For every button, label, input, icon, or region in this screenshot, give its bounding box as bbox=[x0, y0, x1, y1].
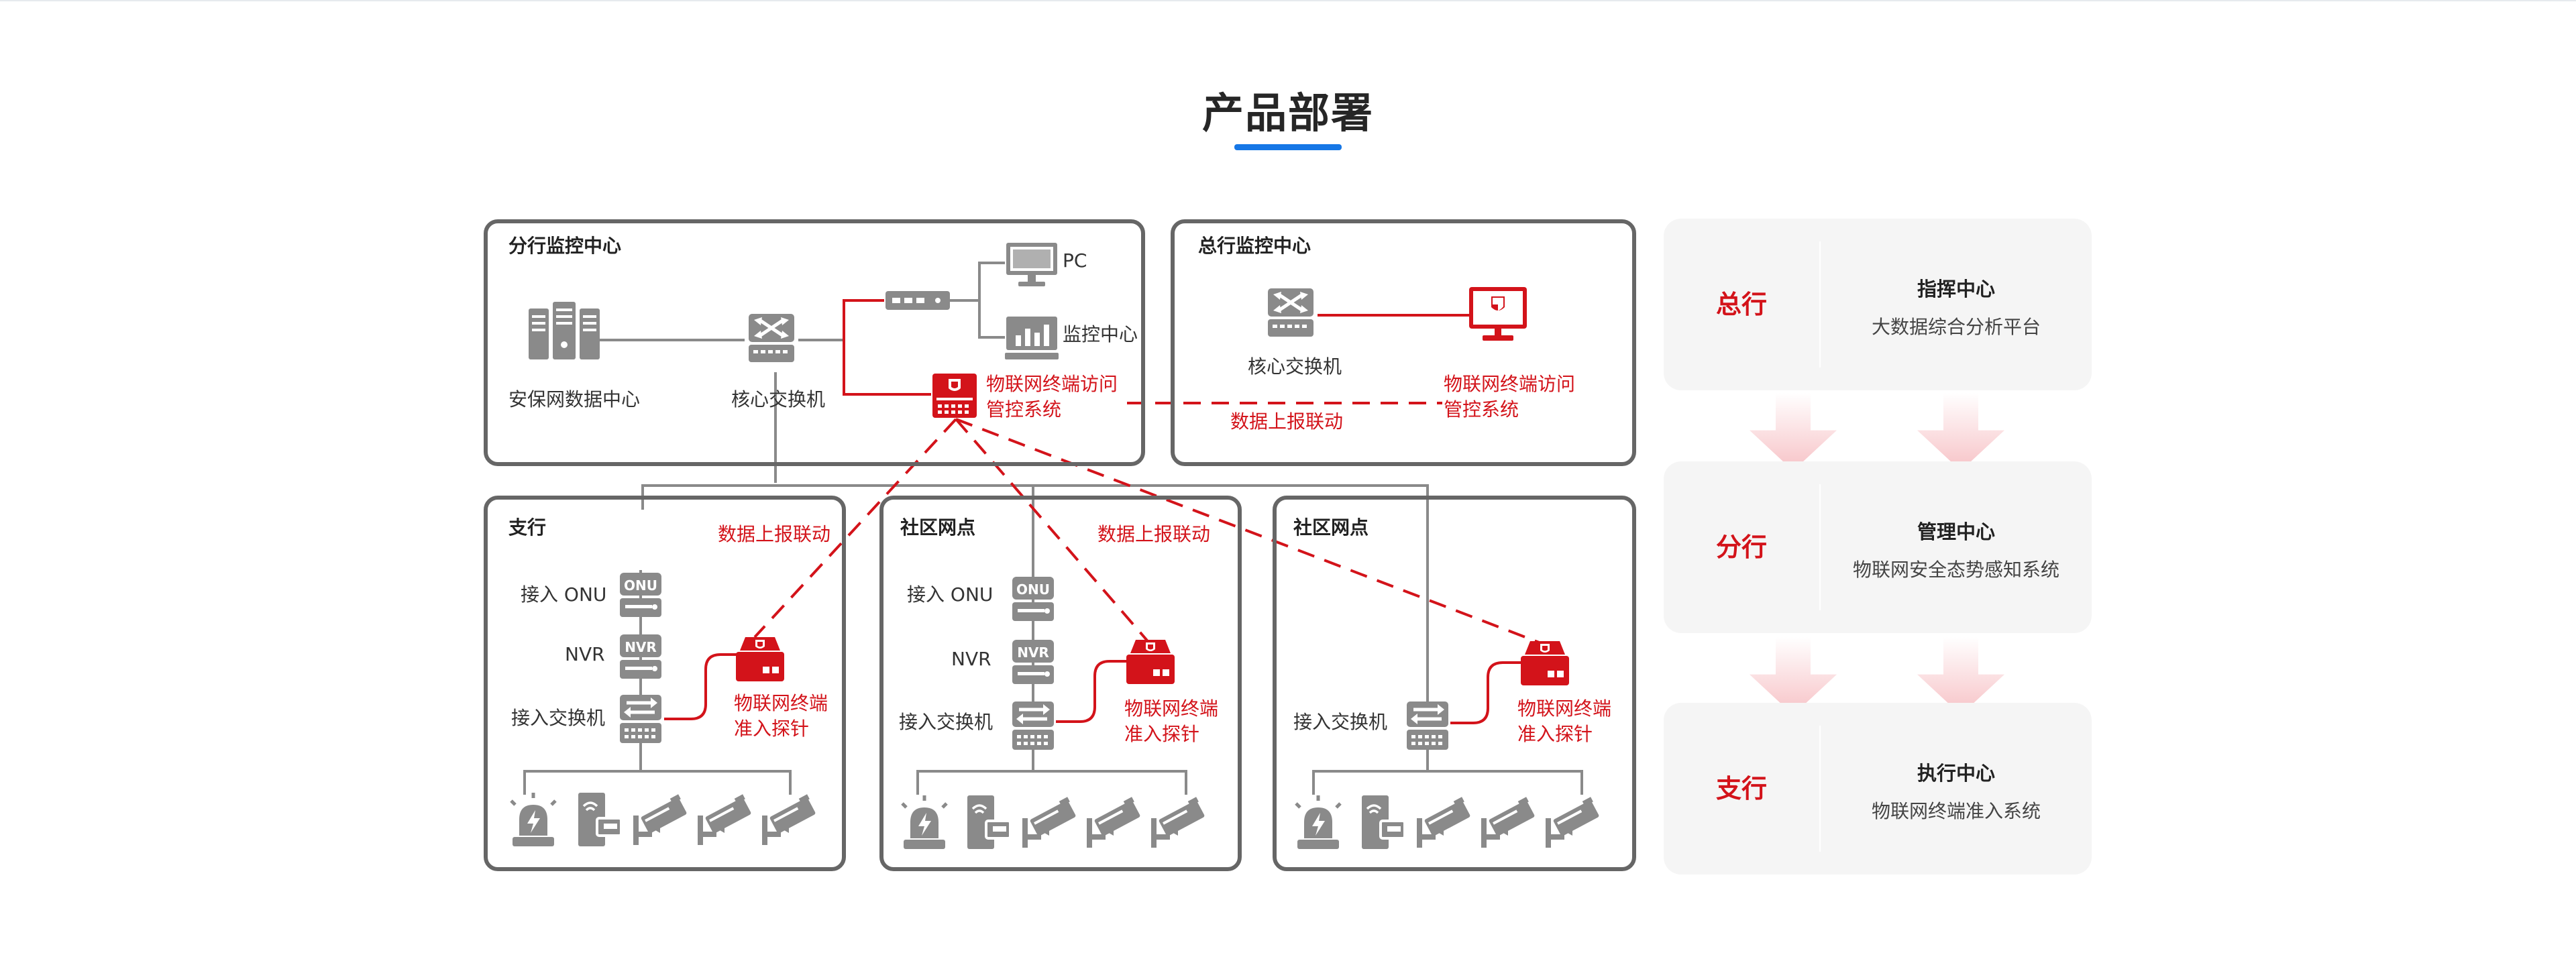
probe-label-2: 准入探针 bbox=[1124, 723, 1199, 745]
level-card-branch: 分行 管理中心 物联网安全态势感知系统 bbox=[1664, 461, 2092, 633]
level-name: 分行 bbox=[1715, 532, 1767, 562]
data-center-label: 安保网数据中心 bbox=[508, 388, 640, 410]
nvr-label: NVR bbox=[565, 643, 605, 665]
access-reader-icon bbox=[1360, 794, 1406, 850]
level-card-sub-branch: 支行 执行中心 物联网终端准入系统 bbox=[1664, 703, 2092, 875]
community-a-link-label: 数据上报联动 bbox=[1097, 523, 1210, 545]
level-desc: 大数据综合分析平台 bbox=[1871, 316, 2041, 338]
community-a-title: 社区网点 bbox=[900, 516, 975, 539]
hq-core-switch-label: 核心交换机 bbox=[1248, 355, 1342, 378]
alarm-light-icon bbox=[1296, 795, 1340, 849]
monitor-chart-icon bbox=[1005, 317, 1059, 359]
probe-label: 物联网终端 bbox=[1124, 697, 1218, 720]
camera-icon bbox=[1481, 797, 1535, 848]
level-card-hq: 总行 指挥中心 大数据综合分析平台 bbox=[1664, 219, 2092, 390]
camera-icon bbox=[1151, 797, 1205, 848]
probe-icon bbox=[1521, 641, 1569, 685]
access-switch-label: 接入交换机 bbox=[899, 711, 993, 733]
probe-label: 物联网终端 bbox=[1517, 697, 1611, 720]
nvr-badge: NVR bbox=[625, 639, 657, 655]
level-name: 支行 bbox=[1715, 774, 1767, 803]
level-title: 执行中心 bbox=[1917, 762, 1995, 785]
level-desc: 物联网终端准入系统 bbox=[1871, 800, 2041, 822]
top-divider bbox=[0, 0, 2576, 1]
nvr-label: NVR bbox=[951, 648, 991, 670]
community-b-title: 社区网点 bbox=[1293, 516, 1368, 539]
sub-branch-title: 支行 bbox=[508, 516, 546, 539]
probe-icon bbox=[1126, 640, 1175, 684]
server-rack-icon bbox=[529, 302, 600, 359]
camera-icon bbox=[1087, 797, 1140, 848]
onu-label: 接入 ONU bbox=[907, 583, 993, 606]
core-switch-label: 核心交换机 bbox=[731, 388, 825, 410]
access-switch-label: 接入交换机 bbox=[511, 707, 605, 729]
branch-system-label-2: 管控系统 bbox=[986, 398, 1061, 420]
access-switch-icon bbox=[620, 695, 661, 743]
level-divider bbox=[1819, 484, 1821, 610]
camera-icon bbox=[633, 794, 687, 845]
hq-core-switch-icon bbox=[1268, 288, 1313, 337]
probe-label-2: 准入探针 bbox=[1517, 723, 1593, 745]
level-title: 指挥中心 bbox=[1917, 278, 1995, 300]
alarm-light-icon bbox=[902, 795, 947, 849]
red-system-icon bbox=[932, 374, 977, 418]
pc-label: PC bbox=[1063, 249, 1087, 272]
level-divider bbox=[1819, 726, 1821, 852]
sub-branch-link-label: 数据上报联动 bbox=[718, 523, 830, 545]
title-underline bbox=[1234, 144, 1342, 150]
monitor-center-label: 监控中心 bbox=[1063, 323, 1138, 345]
inline-switch-icon bbox=[885, 291, 950, 310]
camera-icon bbox=[1417, 797, 1470, 848]
red-monitor-icon bbox=[1469, 287, 1527, 341]
hq-center-title: 总行监控中心 bbox=[1198, 235, 1311, 257]
camera-icon bbox=[1546, 797, 1599, 848]
access-switch-icon bbox=[1407, 701, 1448, 750]
onu-badge: ONU bbox=[1016, 581, 1050, 598]
uplink-label: 数据上报联动 bbox=[1230, 410, 1343, 433]
hq-system-label-2: 管控系统 bbox=[1444, 398, 1519, 420]
camera-icon bbox=[1022, 797, 1076, 848]
level-desc: 物联网安全态势感知系统 bbox=[1852, 559, 2059, 581]
branch-system-label: 物联网终端访问 bbox=[986, 373, 1118, 395]
level-divider bbox=[1819, 241, 1821, 368]
camera-icon bbox=[698, 794, 751, 845]
access-reader-icon bbox=[966, 794, 1012, 850]
access-reader-icon bbox=[577, 791, 623, 848]
probe-icon bbox=[736, 637, 784, 681]
level-title: 管理中心 bbox=[1917, 520, 1995, 543]
core-switch-icon bbox=[749, 314, 794, 362]
branch-center-title: 分行监控中心 bbox=[508, 235, 621, 257]
pc-icon bbox=[1006, 243, 1057, 286]
access-switch-label: 接入交换机 bbox=[1293, 711, 1387, 733]
alarm-light-icon bbox=[511, 793, 555, 846]
camera-icon bbox=[762, 794, 816, 845]
access-switch-icon bbox=[1012, 701, 1054, 750]
page-title: 产品部署 bbox=[1201, 89, 1374, 137]
onu-label: 接入 ONU bbox=[521, 583, 606, 606]
level-name: 总行 bbox=[1715, 290, 1767, 319]
onu-badge: ONU bbox=[624, 577, 657, 594]
nvr-badge: NVR bbox=[1017, 644, 1049, 661]
hq-system-label: 物联网终端访问 bbox=[1444, 373, 1575, 395]
probe-label-2: 准入探针 bbox=[734, 718, 809, 740]
probe-label: 物联网终端 bbox=[734, 692, 828, 714]
